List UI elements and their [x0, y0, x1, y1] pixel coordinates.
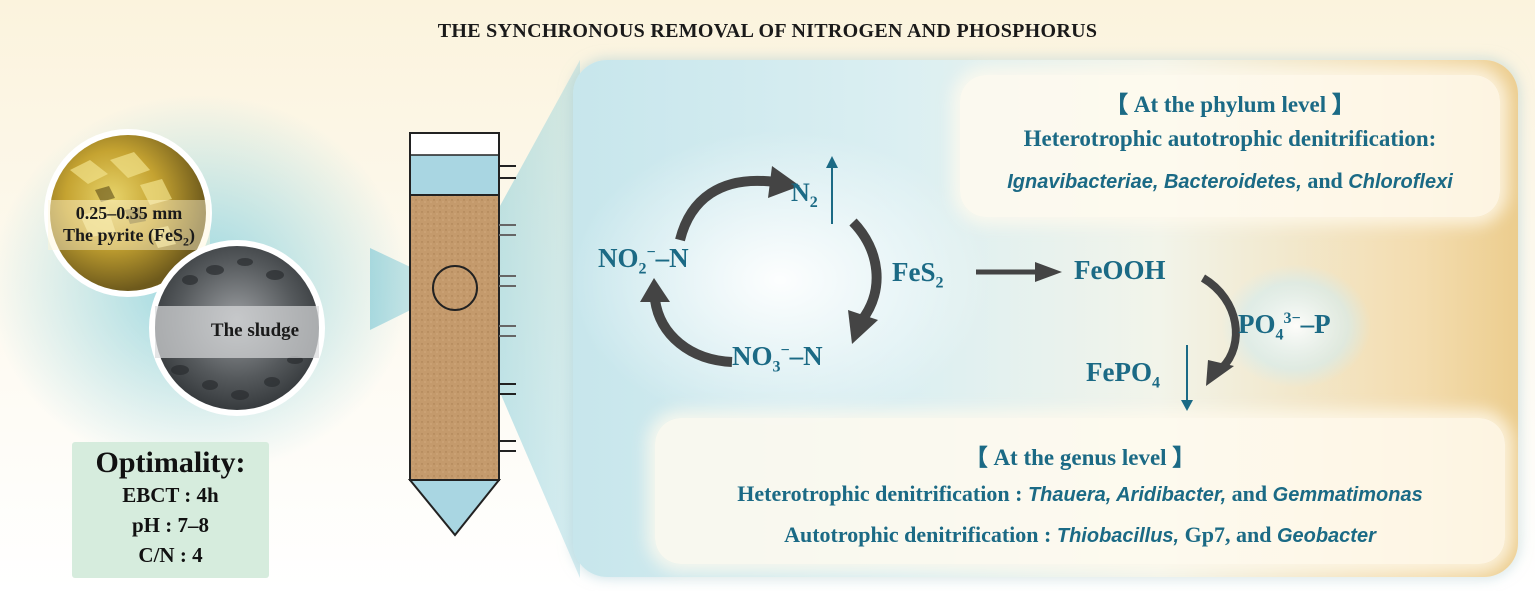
- pyrite-name-end: ): [188, 225, 195, 245]
- arrow-no3-to-no2-head: [640, 278, 670, 302]
- fepo4-sub: 4: [1151, 374, 1160, 392]
- no3-text: NO: [732, 341, 773, 371]
- no2-sub: 2: [638, 260, 647, 278]
- genus-auto-label: Autotrophic denitrification :: [784, 522, 1057, 547]
- optimality-item-cn: C/N : 4: [138, 543, 203, 567]
- arrow-no2-to-n2-head: [768, 166, 800, 198]
- pyrite-name-text: The pyrite (FeS: [63, 225, 183, 245]
- optimality-item-ebct: EBCT : 4h: [122, 483, 219, 507]
- n2-text: N: [791, 178, 810, 207]
- genus-auto-t2: Geobacter: [1276, 525, 1376, 547]
- phylum-taxa2: Chloroflexi: [1348, 171, 1453, 193]
- optimality-heading: Optimality:: [95, 446, 246, 479]
- phylum-taxa1: Ignavibacteriae, Bacteroidetes,: [1007, 171, 1302, 193]
- label-feooh: FeOOH: [1074, 255, 1166, 285]
- po4-end: –P: [1300, 309, 1331, 339]
- genus-box: [655, 418, 1505, 564]
- phylum-line1: Heterotrophic autotrophic denitrificatio…: [1023, 126, 1437, 151]
- no2-text: NO: [598, 243, 639, 273]
- genus-auto-line: Autotrophic denitrification : Thiobacill…: [655, 522, 1505, 548]
- genus-auto-t1: Thiobacillus,: [1056, 525, 1180, 547]
- fepo4-down-head: [1181, 400, 1193, 411]
- po4-sub: 4: [1275, 326, 1284, 344]
- no3-end: –N: [789, 341, 823, 371]
- arrow-fes2-to-feooh-head: [1035, 262, 1062, 282]
- phylum-and: and: [1301, 168, 1349, 193]
- arrow-no3-to-no2: [650, 299, 733, 367]
- no3-sup: −: [780, 342, 790, 359]
- genus-hetero-t2: Gemmatimonas: [1272, 484, 1423, 506]
- sludge-image: [149, 240, 325, 416]
- label-n2: N2: [791, 178, 818, 212]
- no2-sup: −: [646, 244, 656, 261]
- label-no2: NO2−–N: [598, 243, 689, 278]
- pyrite-name: The pyrite (FeS2): [48, 224, 210, 253]
- phosphate-glow: [1221, 264, 1371, 388]
- label-fes2: FeS2: [892, 257, 944, 292]
- arrow-n2-to-no3: [849, 218, 882, 324]
- genus-hetero-and: and: [1226, 481, 1273, 506]
- phylum-heading: 【 At the phylum level 】: [1105, 92, 1355, 117]
- arrow-n2-to-no3-head: [848, 310, 878, 344]
- page-title: THE SYNCHRONOUS REMOVAL OF NITROGEN AND …: [437, 20, 1098, 42]
- arrow-feooh-to-fepo4: [1200, 274, 1240, 371]
- arrow-feooh-to-fepo4-head: [1206, 360, 1234, 386]
- genus-auto-mid: Gp7, and: [1179, 522, 1277, 547]
- phylum-taxa-line: Ignavibacteriae, Bacteroidetes, and Chlo…: [960, 168, 1500, 194]
- fepo4-text: FePO: [1086, 357, 1152, 387]
- genus-hetero-label: Heterotrophic denitrification :: [737, 481, 1028, 506]
- arrow-no2-to-n2: [675, 175, 776, 242]
- po4-text: PO: [1238, 309, 1276, 339]
- no3-sub: 3: [772, 358, 781, 376]
- n2-up-head: [826, 156, 838, 168]
- label-po4: PO43−–P: [1238, 309, 1331, 344]
- po4-sup: 3−: [1283, 310, 1301, 327]
- reactor-column: [407, 132, 516, 537]
- genus-heading: 【 At the genus level 】: [964, 445, 1196, 470]
- pyrite-image: [44, 129, 212, 297]
- sludge-label: The sludge: [210, 320, 300, 341]
- optimality-box: Optimality: EBCT : 4h pH : 7–8 C/N : 4: [72, 442, 269, 578]
- pyrite-size: 0.25–0.35 mm: [75, 203, 183, 223]
- zoom-cone-right: [455, 60, 580, 578]
- label-fepo4: FePO4: [1086, 357, 1160, 392]
- fes2-text: FeS: [892, 257, 936, 287]
- genus-hetero-t1: Thauera, Aridibacter,: [1027, 484, 1227, 506]
- genus-hetero-line: Heterotrophic denitrification : Thauera,…: [655, 481, 1505, 507]
- no2-end: –N: [655, 243, 689, 273]
- n2-sub: 2: [809, 194, 818, 212]
- phylum-box: [960, 75, 1500, 217]
- optimality-item-ph: pH : 7–8: [131, 513, 209, 537]
- pyrite-label: 0.25–0.35 mm The pyrite (FeS2): [48, 202, 210, 253]
- pyrite-name-sub: 2: [182, 234, 189, 249]
- cycle-glow: [570, 130, 990, 430]
- label-no3: NO3−–N: [732, 341, 823, 376]
- fes2-sub: 2: [935, 274, 944, 292]
